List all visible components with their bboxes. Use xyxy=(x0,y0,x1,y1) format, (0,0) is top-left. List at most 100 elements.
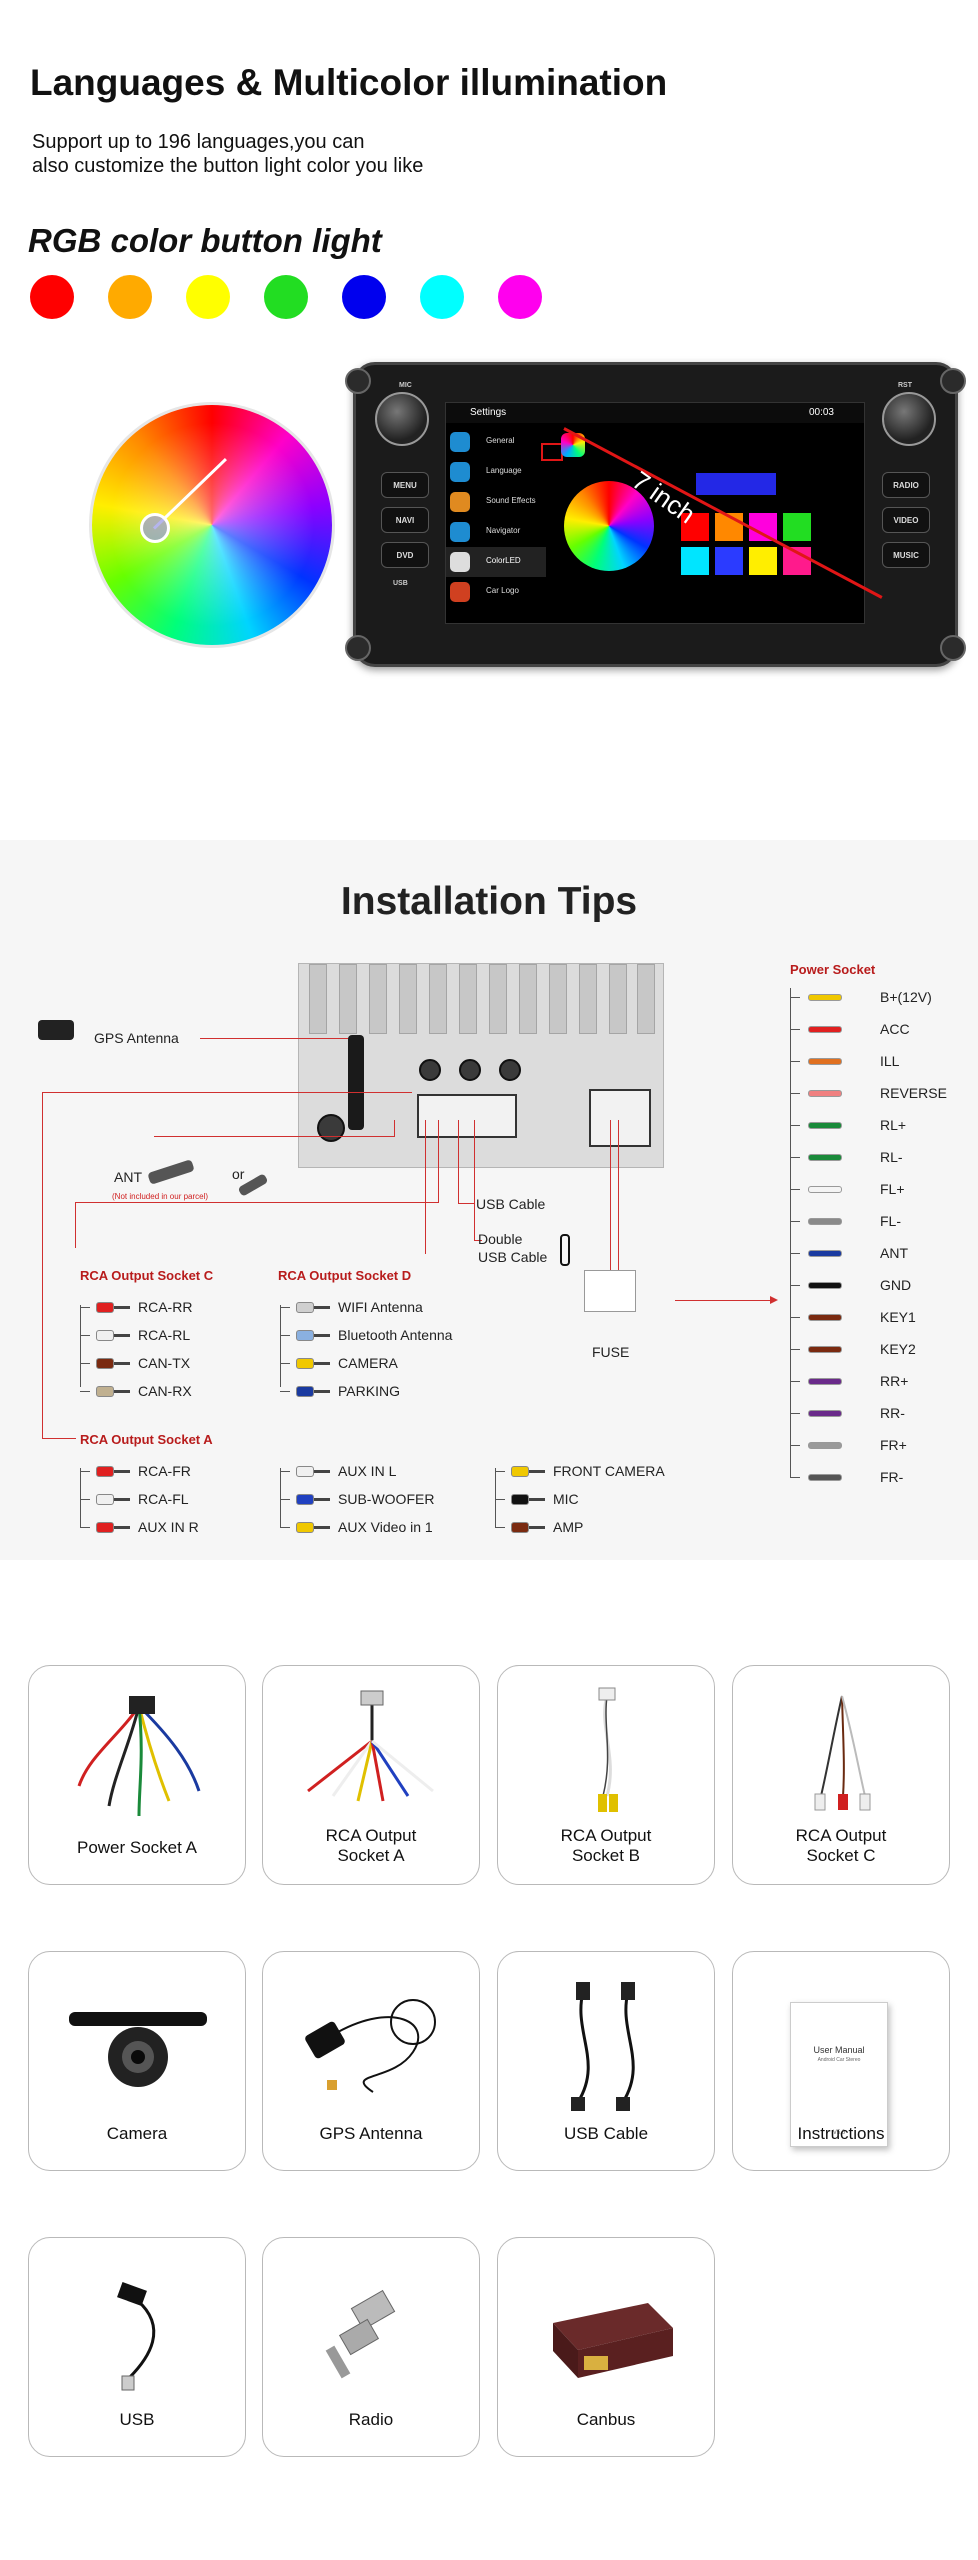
accessory-label: Radio xyxy=(263,2410,479,2430)
rca-plug-icon xyxy=(511,1522,529,1533)
rca-d-connector-line xyxy=(425,1120,426,1254)
or-label: or xyxy=(232,1166,245,1182)
bracket-tick xyxy=(280,1471,290,1472)
usb-connector xyxy=(459,1059,481,1081)
rca-plug-icon xyxy=(96,1302,114,1313)
power-socket-label: KEY1 xyxy=(880,1309,916,1325)
bracket-tick xyxy=(280,1391,290,1392)
rca-plug-icon xyxy=(296,1358,314,1369)
volume-knob xyxy=(375,392,429,446)
rca-cable xyxy=(114,1390,130,1393)
power-socket-row: ANT xyxy=(790,1244,950,1264)
rca-plug-icon xyxy=(96,1494,114,1505)
heatsink-fin xyxy=(399,964,417,1034)
bracket-tick xyxy=(280,1335,290,1336)
accessory-label: Instructions xyxy=(733,2124,949,2144)
bracket-tick xyxy=(280,1499,290,1500)
settings-menu-item: General xyxy=(446,427,546,457)
wire-color-swatch xyxy=(808,1250,842,1257)
bracket-tick xyxy=(790,1477,800,1478)
color-swatch xyxy=(749,547,777,575)
accessory-card-usb: USB xyxy=(28,2237,246,2457)
bracket-tick xyxy=(280,1363,290,1364)
rca-cable xyxy=(314,1334,330,1337)
bracket-tick xyxy=(790,1125,800,1126)
power-socket-label: FL+ xyxy=(880,1181,905,1197)
usb-connector xyxy=(499,1059,521,1081)
bracket-tick xyxy=(80,1363,90,1364)
color-dot xyxy=(498,275,542,319)
heatsink-fin xyxy=(609,964,627,1034)
bracket-tick xyxy=(790,1029,800,1030)
settings-item-label: Car Logo xyxy=(486,586,519,595)
rca-row: CAMERA xyxy=(280,1354,470,1374)
accessory-label-line-1: USB xyxy=(119,2410,155,2429)
rca-row: CAN-RX xyxy=(80,1382,270,1402)
panel-label-mic: MIC xyxy=(399,382,412,389)
accessory-label-line-1: RCA Output xyxy=(795,1826,887,1845)
ant-label: ANT xyxy=(114,1169,142,1185)
accessory-label-line-1: RCA Output xyxy=(325,1826,417,1845)
accessory-image-radio xyxy=(263,2238,479,2403)
power-socket-label: REVERSE xyxy=(880,1085,947,1101)
accessory-label-line-1: Power Socket A xyxy=(76,1838,197,1857)
accessory-image-rca-output-socket-a xyxy=(263,1666,479,1831)
accessory-card-gps-antenna: GPS Antenna xyxy=(262,1951,480,2171)
settings-menu-item: ColorLED xyxy=(446,547,546,577)
bracket-tick xyxy=(80,1499,90,1500)
rca-cable xyxy=(314,1306,330,1309)
rca-cable xyxy=(529,1526,545,1529)
color-wheel-glow xyxy=(92,405,332,645)
rca-plug-icon xyxy=(96,1330,114,1341)
power-socket-row: RL+ xyxy=(790,1116,950,1136)
accessory-card-usb-cable: USB Cable xyxy=(497,1951,715,2171)
rca-plug-icon xyxy=(511,1466,529,1477)
mount-ear xyxy=(345,368,371,394)
rca-row: RCA-FR xyxy=(80,1462,270,1482)
power-socket-label: FR- xyxy=(880,1469,904,1485)
music-hw-button: MUSIC xyxy=(882,542,930,568)
power-socket-label: KEY2 xyxy=(880,1341,916,1357)
settings-item-label: Navigator xyxy=(486,526,521,535)
bracket-tick xyxy=(495,1499,505,1500)
power-socket-row: KEY1 xyxy=(790,1308,950,1328)
screen-status-bar: Settings 00:03 xyxy=(446,403,864,423)
wire-color-swatch xyxy=(808,1378,842,1385)
settings-item-icon xyxy=(450,492,470,512)
power-socket-row: B+(12V) xyxy=(790,988,950,1008)
rca-cable xyxy=(314,1470,330,1473)
rgb-heading: RGB color button light xyxy=(28,222,382,259)
rca-label: PARKING xyxy=(338,1383,400,1399)
heatsink-fin xyxy=(339,964,357,1034)
rca-row: Bluetooth Antenna xyxy=(280,1326,470,1346)
gps-connector xyxy=(317,1114,345,1142)
manual-version: V5.0 xyxy=(832,2130,846,2136)
power-socket-label: ACC xyxy=(880,1021,910,1037)
ant-connector-line xyxy=(394,1120,395,1137)
settings-menu-item: Navigator xyxy=(446,517,546,547)
settings-item-label: General xyxy=(486,436,515,445)
bracket-tick xyxy=(790,1285,800,1286)
power-socket-label: RL+ xyxy=(880,1117,907,1133)
usb-cable-label: USB Cable xyxy=(476,1196,546,1212)
rca-label: AUX Video in 1 xyxy=(338,1519,433,1535)
power-socket-row: GND xyxy=(790,1276,950,1296)
heatsink-fin xyxy=(579,964,597,1034)
power-socket-label: GND xyxy=(880,1277,912,1293)
settings-item-label: Sound Effects xyxy=(486,496,536,505)
color-dot xyxy=(186,275,230,319)
fuse-block xyxy=(584,1270,636,1312)
accessory-label-line-1: Camera xyxy=(106,2124,168,2143)
settings-menu-item: Language xyxy=(446,457,546,487)
settings-item-label: Language xyxy=(486,466,522,475)
bracket-tick xyxy=(790,1349,800,1350)
heatsink-fin xyxy=(309,964,327,1034)
wire-color-swatch xyxy=(808,1314,842,1321)
wire-color-swatch xyxy=(808,1474,842,1481)
rca-plug-icon xyxy=(96,1386,114,1397)
power-socket-label: RR- xyxy=(880,1405,905,1421)
